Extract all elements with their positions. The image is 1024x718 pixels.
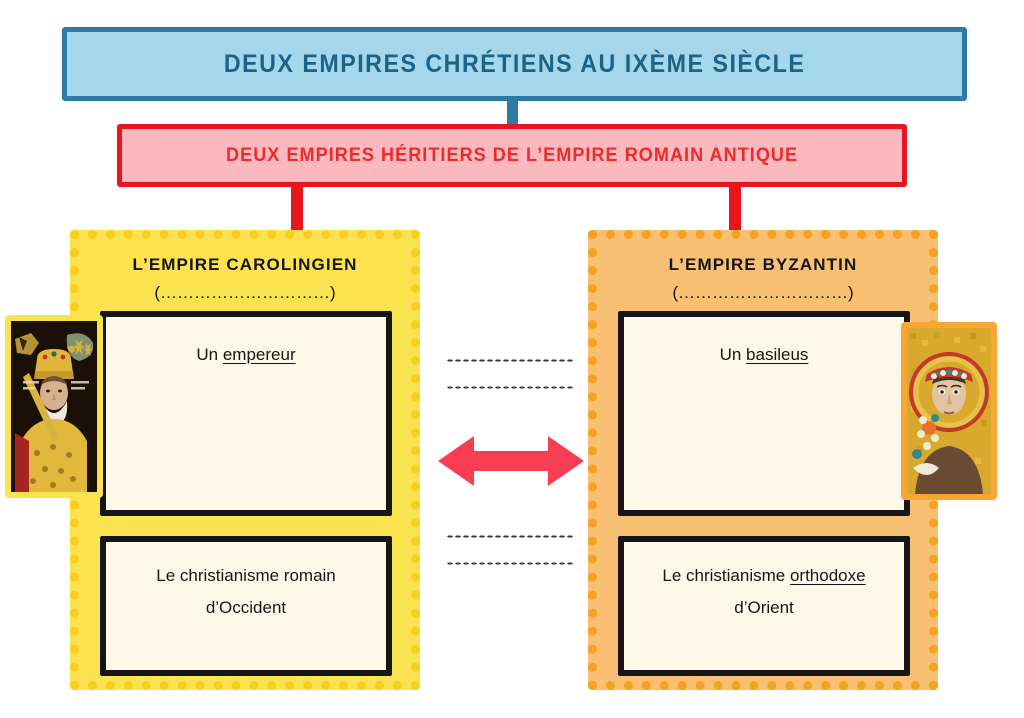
- connector-subtitle-to-byzantin: [729, 186, 741, 238]
- ruler-prefix-carolingien: Un: [196, 345, 223, 364]
- subtitle-banner-text: DEUX EMPIRES HÉRITIERS DE L’EMPIRE ROMAI…: [225, 144, 799, 166]
- box-religion-carolingien-line2: d’Occident: [205, 598, 287, 617]
- panel-blank-line-byzantin: (…………………………): [672, 283, 854, 302]
- panel-heading-byzantin: L’EMPIRE BYZANTIN: [668, 255, 858, 274]
- panel-heading-carolingien: L’EMPIRE CAROLINGIEN: [132, 255, 358, 274]
- ruler-keyword-carolingien: empereur: [222, 345, 296, 364]
- box-ruler-carolingien: Un empereur: [100, 311, 392, 516]
- box-religion-carolingien: Le christianisme romain d’Occident: [100, 536, 392, 676]
- portrait-justinien: [901, 322, 997, 500]
- portrait-charlemagne: [5, 315, 103, 498]
- panel-blank-line-carolingien: (…………………………): [154, 283, 336, 302]
- box-religion-byzantin-line2: d’Orient: [734, 598, 794, 617]
- religion-prefix-carolingien: Le christianisme: [156, 566, 284, 585]
- panel-empire-byzantin: L’EMPIRE BYZANTIN (…………………………) Un basile…: [588, 230, 938, 690]
- box-ruler-carolingien-text: Un empereur: [106, 339, 386, 371]
- box-ruler-byzantin-text: Un basileus: [624, 339, 904, 371]
- dotted-line-top-1: [446, 359, 574, 362]
- panel-empire-carolingien: L’EMPIRE CAROLINGIEN (…………………………) Un emp…: [70, 230, 420, 690]
- connector-title-to-subtitle: [507, 96, 518, 126]
- religion-prefix-byzantin: Le christianisme: [662, 566, 790, 585]
- dotted-line-bottom-1: [446, 535, 574, 538]
- box-religion-byzantin-line1: Le christianisme orthodoxe: [624, 560, 904, 592]
- box-religion-carolingien-line1: Le christianisme romain: [106, 560, 386, 592]
- box-ruler-byzantin: Un basileus: [618, 311, 910, 516]
- ruler-keyword-byzantin: basileus: [746, 345, 809, 364]
- dotted-line-top-2: [446, 386, 574, 389]
- box-religion-byzantin: Le christianisme orthodoxe d’Orient: [618, 536, 910, 676]
- subtitle-banner: DEUX EMPIRES HÉRITIERS DE L’EMPIRE ROMAI…: [117, 124, 907, 187]
- religion-keyword-byzantin: orthodoxe: [789, 566, 866, 585]
- religion-keyword-carolingien: romain: [283, 566, 336, 585]
- connector-subtitle-to-carolingien: [291, 186, 303, 238]
- double-headed-arrow-icon: [438, 432, 584, 490]
- title-banner-text: DEUX EMPIRES CHRÉTIENS AU IXÈME SIÈCLE: [223, 49, 806, 78]
- dotted-line-bottom-2: [446, 562, 574, 565]
- title-banner: DEUX EMPIRES CHRÉTIENS AU IXÈME SIÈCLE: [62, 27, 967, 101]
- ruler-prefix-byzantin: Un: [719, 345, 747, 364]
